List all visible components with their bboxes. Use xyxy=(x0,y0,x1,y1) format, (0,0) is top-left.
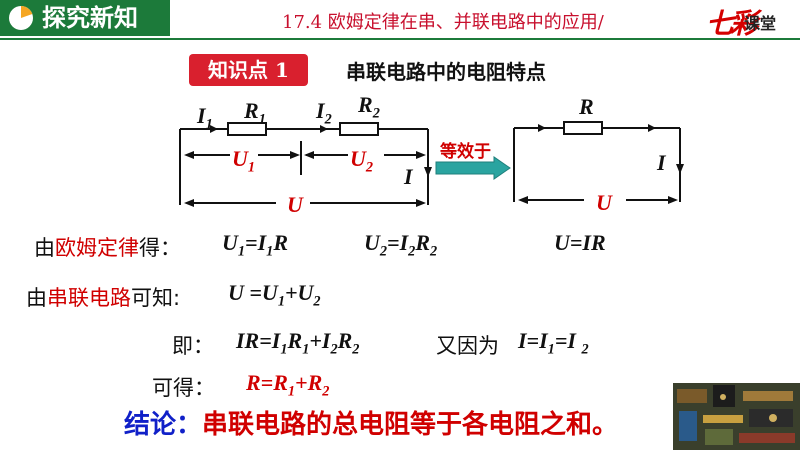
label-i-right: I xyxy=(657,150,666,175)
header-divider xyxy=(0,38,800,40)
label-i2: I2 xyxy=(316,98,332,128)
pie-chart-icon xyxy=(9,6,33,30)
lesson-title: 17.4 欧姆定律在串、并联电路中的应用/ xyxy=(282,12,604,33)
result-label: 可得： xyxy=(152,376,215,400)
equation-resistance-sum: R=R1+R2 xyxy=(246,370,330,400)
ohms-law-term: 欧姆定律 xyxy=(55,236,139,260)
equation-current-equal: I=I1=I 2 xyxy=(518,328,589,358)
series-circuit-term: 串联电路 xyxy=(47,286,131,310)
equation-ir-sum: IR=I1R1+I2R2 xyxy=(236,328,360,358)
equation-u2: U2=I2R2 xyxy=(364,230,438,260)
knowledge-point-badge: 知识点 1 xyxy=(189,54,308,86)
section-title: 探究新知 xyxy=(42,4,138,32)
therefore-label: 即： xyxy=(172,334,214,358)
equation-voltage-sum: U =U1+U2 xyxy=(228,280,321,310)
label-r1: R1 xyxy=(244,98,266,128)
label-r2: R2 xyxy=(358,92,380,122)
conclusion-label: 结论： xyxy=(124,410,203,440)
series-circuit-diagram xyxy=(179,122,432,207)
resistor-r2 xyxy=(339,122,379,136)
knowledge-point-number: 1 xyxy=(275,58,289,82)
label-u-right: U xyxy=(596,190,612,215)
brand-logo: 七彩 xyxy=(706,7,758,40)
circuit-board-photo xyxy=(673,383,800,450)
series-circuit-line: 由串联电路可知: xyxy=(26,286,181,310)
resistor-r xyxy=(563,121,603,135)
ohms-law-line: 由欧姆定律得： xyxy=(34,236,181,260)
label-u2: U2 xyxy=(350,146,374,176)
label-u1: U1 xyxy=(232,146,256,176)
also-because-label: 又因为 xyxy=(436,334,499,358)
equivalent-arrow-icon xyxy=(435,156,511,180)
label-r: R xyxy=(579,94,594,119)
brand-text: 课堂 xyxy=(744,14,777,33)
label-u: U xyxy=(287,192,303,217)
equation-u: U=IR xyxy=(554,230,606,255)
label-i1: I1 xyxy=(197,103,213,133)
knowledge-point-label: 知识点 xyxy=(208,58,269,82)
conclusion-text: 串联电路的总电阻等于各电阻之和。 xyxy=(202,410,619,440)
equivalent-label: 等效于 xyxy=(440,142,491,162)
equivalent-circuit-diagram xyxy=(513,121,684,204)
label-i: I xyxy=(404,164,413,189)
knowledge-point-title: 串联电路中的电阻特点 xyxy=(346,60,546,84)
conclusion: 结论：串联电路的总电阻等于各电阻之和。 xyxy=(124,404,618,441)
equation-u1: U1=I1R xyxy=(222,230,288,260)
